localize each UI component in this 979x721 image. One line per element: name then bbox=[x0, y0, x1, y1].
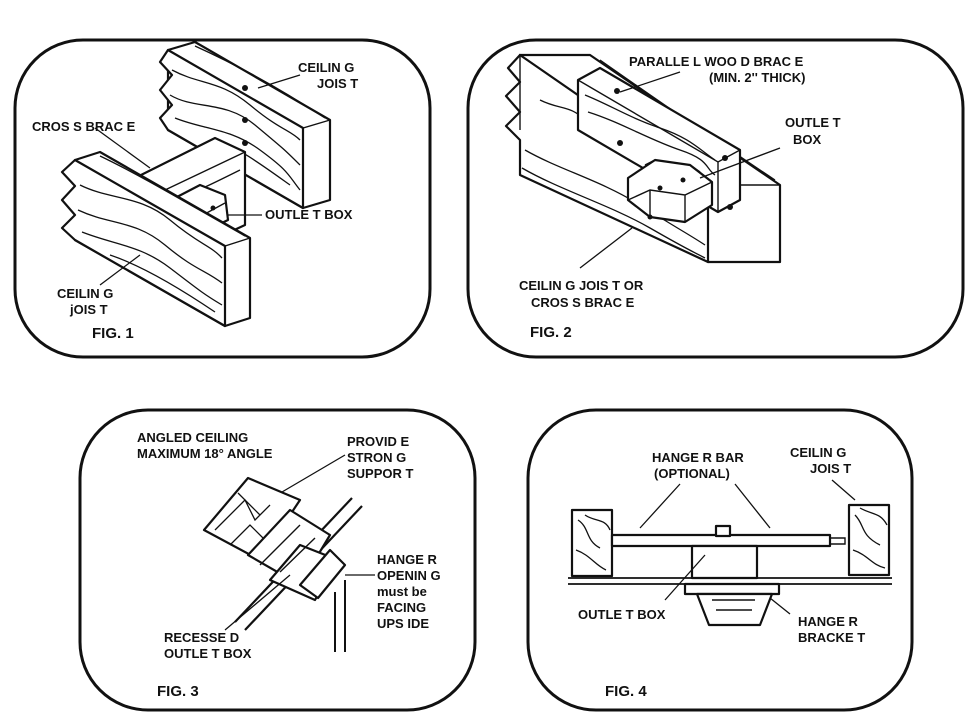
figure-4-label-hanger-bar-1: HANGE R BAR bbox=[652, 450, 744, 465]
figure-2-label-outlet-box-1: OUTLE T bbox=[785, 115, 841, 130]
figure-1-label-ceiling-joist-bottom-1: CEILIN G bbox=[57, 286, 113, 301]
figure-4-label-outlet-box: OUTLE T BOX bbox=[578, 607, 666, 622]
figure-1-joist-leader bbox=[257, 74, 301, 89]
figure-4-caption: FIG. 4 bbox=[605, 683, 647, 700]
figure-4-panel: HANGE R BAR (OPTIONAL) CEILIN G JOIS T O… bbox=[526, 408, 914, 712]
figure-1-panel: CEILIN G JOIS T CROS S BRAC E OUTLE T BO… bbox=[13, 38, 432, 359]
figure-3-label-hanger-opening-5: UPS IDE bbox=[377, 616, 429, 631]
figure-3-box-leader bbox=[224, 574, 291, 631]
figure-1-label-ceiling-joist-bottom-2: jOIS T bbox=[69, 302, 108, 317]
figure-3-label-recessed-box-1: RECESSE D bbox=[164, 630, 239, 645]
figure-3-label-strong-support-2: STRON G bbox=[347, 450, 406, 465]
figure-2-box-leader bbox=[699, 147, 781, 179]
figure-3-label-hanger-opening-4: FACING bbox=[377, 600, 426, 615]
figure-2-label-joist-or-brace-1: CEILIN G JOIS T OR bbox=[519, 278, 644, 293]
figure-1-caption: FIG. 1 bbox=[92, 325, 134, 342]
figure-3-recessed-box bbox=[246, 508, 340, 602]
figure-2-label-outlet-box-2: BOX bbox=[793, 132, 822, 147]
figure-1-label-outlet-box: OUTLE T BOX bbox=[265, 207, 353, 222]
figure-2-label-joist-or-brace-2: CROS S BRAC E bbox=[531, 295, 635, 310]
figure-4-label-ceiling-joist-1: CEILIN G bbox=[790, 445, 846, 460]
figure-2-caption: FIG. 2 bbox=[530, 324, 572, 341]
figure-1-lower-joist-leader bbox=[99, 254, 141, 286]
figure-2-joist-leader bbox=[579, 227, 633, 269]
figure-2-brace-leader bbox=[619, 71, 681, 93]
figure-4-label-hanger-bracket-1: HANGE R bbox=[798, 614, 859, 629]
figure-2-label-parallel-brace-1: PARALLE L WOO D BRAC E bbox=[629, 54, 804, 69]
figure-3-support-block bbox=[202, 476, 302, 562]
figure-3-support-leader bbox=[281, 454, 346, 493]
figure-4-box-leader bbox=[664, 554, 706, 601]
figure-3-label-strong-support-3: SUPPOR T bbox=[347, 466, 414, 481]
figure-4-joist-leader bbox=[831, 479, 856, 501]
figure-4-bar-leader-left bbox=[639, 483, 681, 529]
figure-3-label-hanger-opening-1: HANGE R bbox=[377, 552, 438, 567]
figure-4-label-hanger-bar-2: (OPTIONAL) bbox=[654, 466, 730, 481]
figure-1-brace-leader bbox=[94, 127, 151, 169]
figure-3-caption: FIG. 3 bbox=[157, 683, 199, 700]
figure-4-bar-leader-right bbox=[734, 483, 771, 529]
figure-3-label-hanger-opening-2: OPENIN G bbox=[377, 568, 441, 583]
figure-2-label-parallel-brace-2: (MIN. 2'' THICK) bbox=[709, 70, 805, 85]
figure-1-lower-joist bbox=[60, 150, 252, 328]
figure-3-label-strong-support-1: PROVID E bbox=[347, 434, 409, 449]
figure-3-label-hanger-opening-3: must be bbox=[377, 584, 427, 599]
figure-3-label-recessed-box-2: OUTLE T BOX bbox=[164, 646, 252, 661]
figure-3-label-angled-ceiling-2: MAXIMUM 18° ANGLE bbox=[137, 446, 273, 461]
figure-4-label-ceiling-joist-2: JOIS T bbox=[810, 461, 851, 476]
figure-3-label-angled-ceiling-1: ANGLED CEILING bbox=[137, 430, 248, 445]
figure-1-label-ceiling-joist-top-1: CEILIN G bbox=[298, 60, 354, 75]
figure-1-label-cross-brace: CROS S BRAC E bbox=[32, 119, 136, 134]
figure-4-bracket-leader bbox=[769, 597, 791, 615]
figure-4-right-joist bbox=[847, 503, 891, 577]
figure-2-panel: PARALLE L WOO D BRAC E (MIN. 2'' THICK) … bbox=[466, 38, 965, 359]
figure-4-label-hanger-bracket-2: BRACKE T bbox=[798, 630, 865, 645]
figure-2-outlet-box bbox=[626, 158, 714, 224]
figure-3-panel: ANGLED CEILING MAXIMUM 18° ANGLE PROVID … bbox=[78, 408, 477, 712]
figure-4-hanger-bracket bbox=[695, 592, 774, 627]
figure-4-left-joist bbox=[570, 508, 614, 578]
figure-1-label-ceiling-joist-top-2: JOIS T bbox=[317, 76, 358, 91]
figure-3-hanger-opening bbox=[298, 548, 347, 652]
